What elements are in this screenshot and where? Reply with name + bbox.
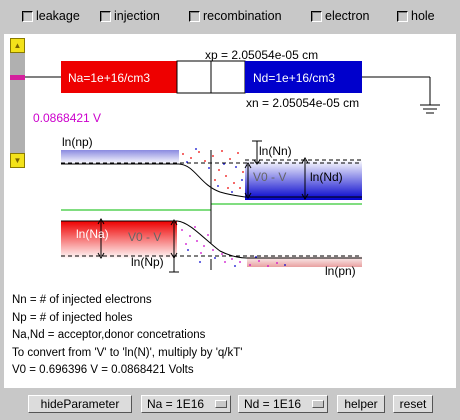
injection-checkbox[interactable]: injection: [100, 9, 160, 23]
dropdown-icon: [312, 400, 324, 408]
checkbox-label: hole: [411, 9, 435, 23]
recombination-checkbox[interactable]: recombination: [189, 9, 282, 23]
na-select-value: Na = 1E16: [147, 397, 205, 411]
slider-thumb[interactable]: [10, 75, 25, 80]
na-select[interactable]: Na = 1E16: [141, 395, 231, 413]
control-bar: hideParameter Na = 1E16 Nd = 1E16 helper…: [0, 390, 460, 420]
note-line: Np = # of injected holes: [12, 311, 133, 324]
note-line: Nn = # of injected electrons: [12, 294, 152, 306]
checkbox-label: recombination: [203, 9, 282, 23]
electron-checkbox[interactable]: electron: [311, 9, 369, 23]
dropdown-icon: [215, 400, 227, 408]
note-line: To convert from 'V' to 'ln(N)', multiply…: [12, 346, 243, 359]
arrow-down-icon: ▼: [13, 156, 22, 165]
checkbox-label: leakage: [36, 9, 80, 23]
checkbox-box[interactable]: [189, 10, 200, 22]
helper-button[interactable]: helper: [337, 395, 385, 413]
note-line: V0 = 0.696396 V = 0.0868421 Volts: [12, 364, 194, 376]
arrow-up-icon: ▲: [13, 41, 22, 50]
checkbox-label: electron: [325, 9, 370, 23]
slider-up-button[interactable]: ▲: [10, 38, 25, 53]
checkbox-box[interactable]: [22, 10, 33, 22]
notes-panel: Nn = # of injected electrons Np = # of i…: [12, 292, 242, 380]
checkbox-box[interactable]: [100, 10, 111, 22]
checkbox-box[interactable]: [311, 10, 322, 22]
reset-button[interactable]: reset: [393, 395, 433, 413]
checkbox-label: injection: [114, 9, 160, 23]
nd-select-value: Nd = 1E16: [244, 397, 302, 411]
slider-down-button[interactable]: ▼: [10, 153, 25, 168]
nd-select[interactable]: Nd = 1E16: [238, 395, 328, 413]
hole-checkbox[interactable]: hole: [397, 9, 435, 23]
voltage-slider[interactable]: ▲ ▼: [10, 38, 25, 168]
checkbox-box[interactable]: [397, 10, 408, 22]
options-bar: leakage injection recombination electron…: [0, 0, 460, 32]
hide-parameter-button[interactable]: hideParameter: [28, 395, 132, 413]
note-line: Na,Nd = acceptor,donor concetrations: [12, 329, 206, 341]
leakage-checkbox[interactable]: leakage: [22, 9, 80, 23]
